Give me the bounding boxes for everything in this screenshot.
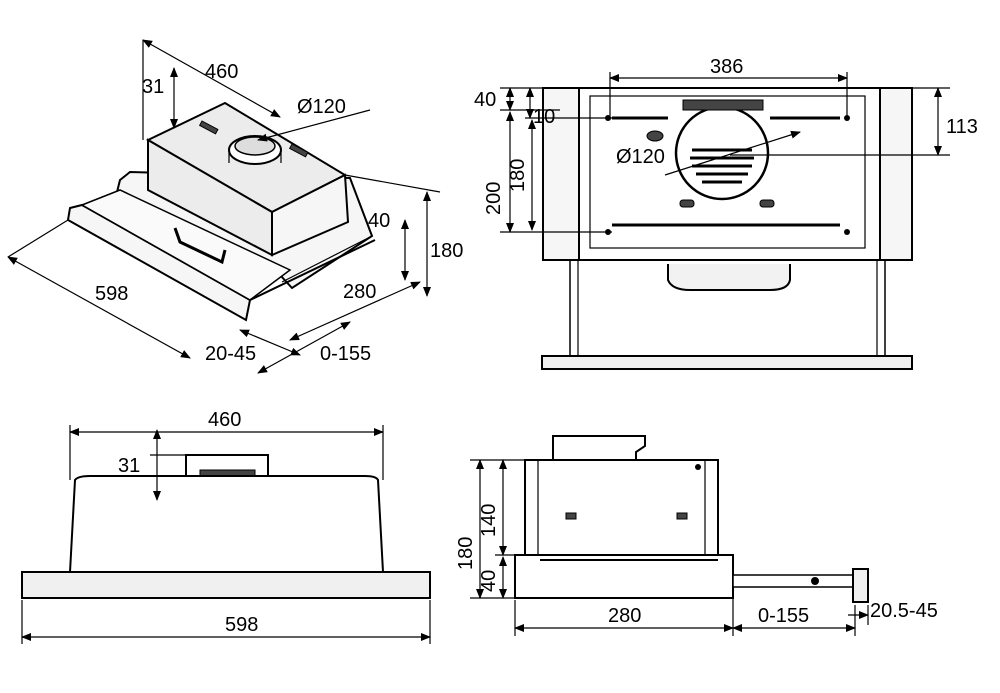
rear-dim-diameter: Ø120 [616, 146, 665, 168]
front-motor-box [68, 475, 385, 573]
front-view: 460 31 598 [21, 409, 431, 644]
rear-view: 386 40 10 180 200 113 Ø120 [474, 56, 978, 370]
iso-dim-40: 40 [368, 210, 390, 232]
side-dim-140: 140 [478, 504, 500, 537]
rear-top-slot [682, 99, 764, 111]
side-dim-40: 40 [478, 570, 500, 592]
iso-dim-598: 598 [95, 283, 128, 305]
front-visor [21, 571, 431, 599]
side-motor-box [524, 459, 719, 556]
iso-outlet-opening [234, 136, 276, 156]
rear-outlet-circle [674, 105, 770, 201]
side-dim-280: 280 [608, 605, 641, 627]
side-dim-180: 180 [455, 537, 477, 570]
iso-dim-280: 280 [343, 281, 376, 303]
iso-motor-box-right [271, 173, 350, 257]
rear-dim-40: 40 [474, 89, 496, 111]
iso-dim-31: 31 [142, 76, 164, 98]
front-dim-598: 598 [225, 614, 258, 636]
rear-right-bracket [879, 87, 913, 261]
rear-dim-386: 386 [710, 56, 743, 78]
isometric-view: 460 31 Ø120 40 180 598 280 20-45 0-155 [7, 39, 463, 374]
rear-dim-113: 113 [946, 116, 978, 138]
iso-dim-460: 460 [205, 61, 238, 83]
side-rail [732, 574, 856, 588]
rear-dim-10: 10 [533, 106, 555, 128]
side-lower-body [514, 554, 734, 599]
iso-dim-0-155: 0-155 [320, 343, 371, 365]
side-outlet-collar [552, 435, 646, 461]
front-dim-31: 31 [118, 455, 140, 477]
iso-handle [173, 227, 227, 265]
side-dim-20-5-45: 20.5-45 [870, 600, 938, 622]
rear-handle [667, 264, 791, 291]
iso-dim-20-45: 20-45 [205, 343, 256, 365]
side-visor [852, 568, 869, 603]
side-dim-0-155: 0-155 [758, 605, 809, 627]
iso-dim-diameter: Ø120 [297, 96, 346, 118]
rear-left-bracket [542, 87, 580, 261]
front-dim-460: 460 [208, 409, 241, 431]
side-view: 180 140 40 280 0-155 20.5-45 [455, 435, 938, 636]
rear-visor [541, 355, 913, 370]
rear-dim-200: 200 [483, 182, 505, 215]
iso-dim-180: 180 [430, 240, 463, 262]
